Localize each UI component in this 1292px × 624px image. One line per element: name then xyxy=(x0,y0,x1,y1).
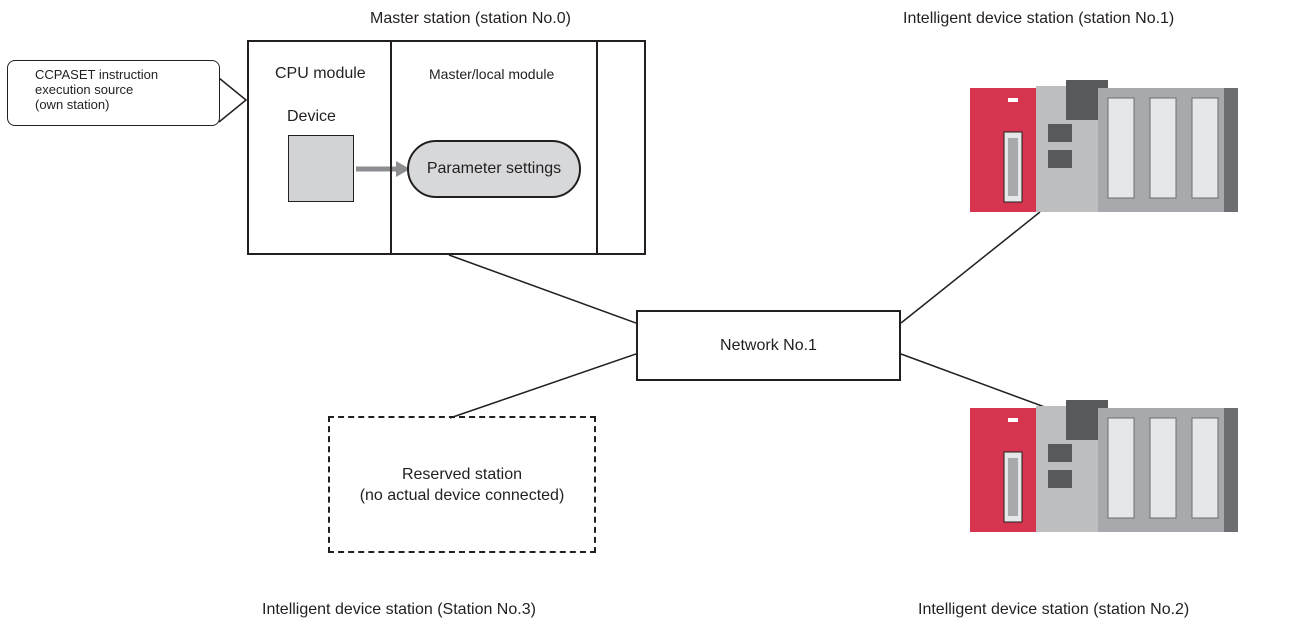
link-station1-network xyxy=(900,211,1041,324)
station1-label: Intelligent device station (station No.1… xyxy=(903,10,1175,27)
device-label: Device xyxy=(287,108,336,125)
callout-line-3: (own station) xyxy=(35,97,110,112)
device-square xyxy=(288,135,354,202)
station3-label: Intelligent device station (Station No.3… xyxy=(262,601,536,618)
reserved-station-box: Reserved station (no actual device conne… xyxy=(328,416,596,553)
reserved-line-2: (no actual device connected) xyxy=(359,486,565,504)
plc-unit xyxy=(970,400,1238,532)
reserved-line-1: Reserved station xyxy=(401,465,523,483)
station2-label: Intelligent device station (station No.2… xyxy=(918,601,1190,618)
plc-unit xyxy=(970,80,1238,212)
link-master-network xyxy=(448,254,637,324)
callout-line-1: CCPASET instruction xyxy=(35,67,159,82)
cpu-module-label: CPU module xyxy=(275,65,366,82)
master-divider-2 xyxy=(596,40,598,255)
execution-source-callout: CCPASET instruction execution source (ow… xyxy=(7,60,220,126)
device-to-param-arrow-head xyxy=(396,161,410,177)
callout-pointer xyxy=(218,77,248,123)
network-box: Network No.1 xyxy=(636,310,901,381)
link-reserved-network xyxy=(449,353,637,419)
callout-line-2: execution source xyxy=(35,82,134,97)
parameter-settings-pill: Parameter settings xyxy=(407,140,581,198)
master-local-module-label: Master/local module xyxy=(429,66,555,82)
master-divider-1 xyxy=(390,40,392,255)
plc-station2-image xyxy=(970,400,1238,532)
master-station-box xyxy=(247,40,646,255)
plc-station1-image xyxy=(970,80,1238,212)
master-station-title: Master station (station No.0) xyxy=(370,10,571,27)
